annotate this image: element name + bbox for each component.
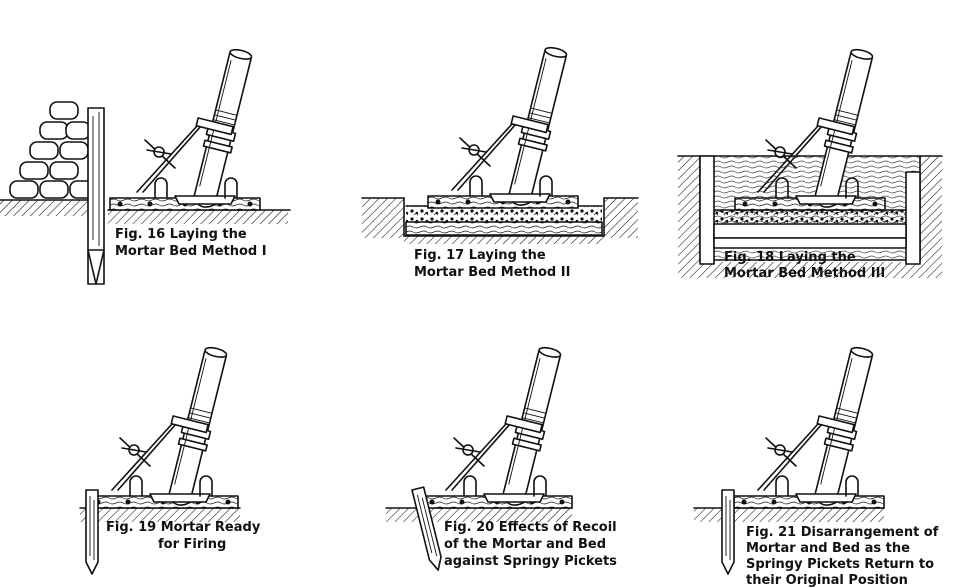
sandbag-wall — [9, 101, 95, 199]
figure-21 — [693, 344, 885, 575]
fig16-caption-line2: Mortar Bed Method I — [115, 244, 267, 259]
fig20-caption-line1: Fig. 20 Effects of Recoil — [444, 520, 617, 535]
fig18-caption-line1: Fig. 18 Laying the — [724, 250, 856, 265]
fig18-caption-line2: Mortar Bed Method III — [724, 266, 885, 281]
fig21-caption-line2: Mortar and Bed as the — [746, 541, 910, 556]
fig16-caption-line1: Fig. 16 Laying the — [115, 227, 247, 242]
figure-20 — [385, 344, 573, 573]
fig19-caption-line2: for Firing — [158, 537, 226, 552]
figure-17 — [361, 44, 639, 244]
figure-19 — [79, 344, 241, 575]
figure-18 — [677, 46, 943, 278]
fig21-caption-line4: their Original Position — [746, 573, 908, 588]
fig17-caption-line1: Fig. 17 Laying the — [414, 248, 546, 263]
figure-16 — [0, 46, 291, 285]
fig19-caption-line1: Fig. 19 Mortar Ready — [106, 520, 261, 535]
fig17-caption-line2: Mortar Bed Method II — [414, 265, 570, 280]
fig21-caption-line1: Fig. 21 Disarrangement of — [746, 525, 939, 540]
fig20-caption-line3: against Springy Pickets — [444, 554, 617, 569]
fig20-caption-line2: of the Mortar and Bed — [444, 537, 606, 552]
fig21-caption-line3: Springy Pickets Return to — [746, 557, 934, 572]
